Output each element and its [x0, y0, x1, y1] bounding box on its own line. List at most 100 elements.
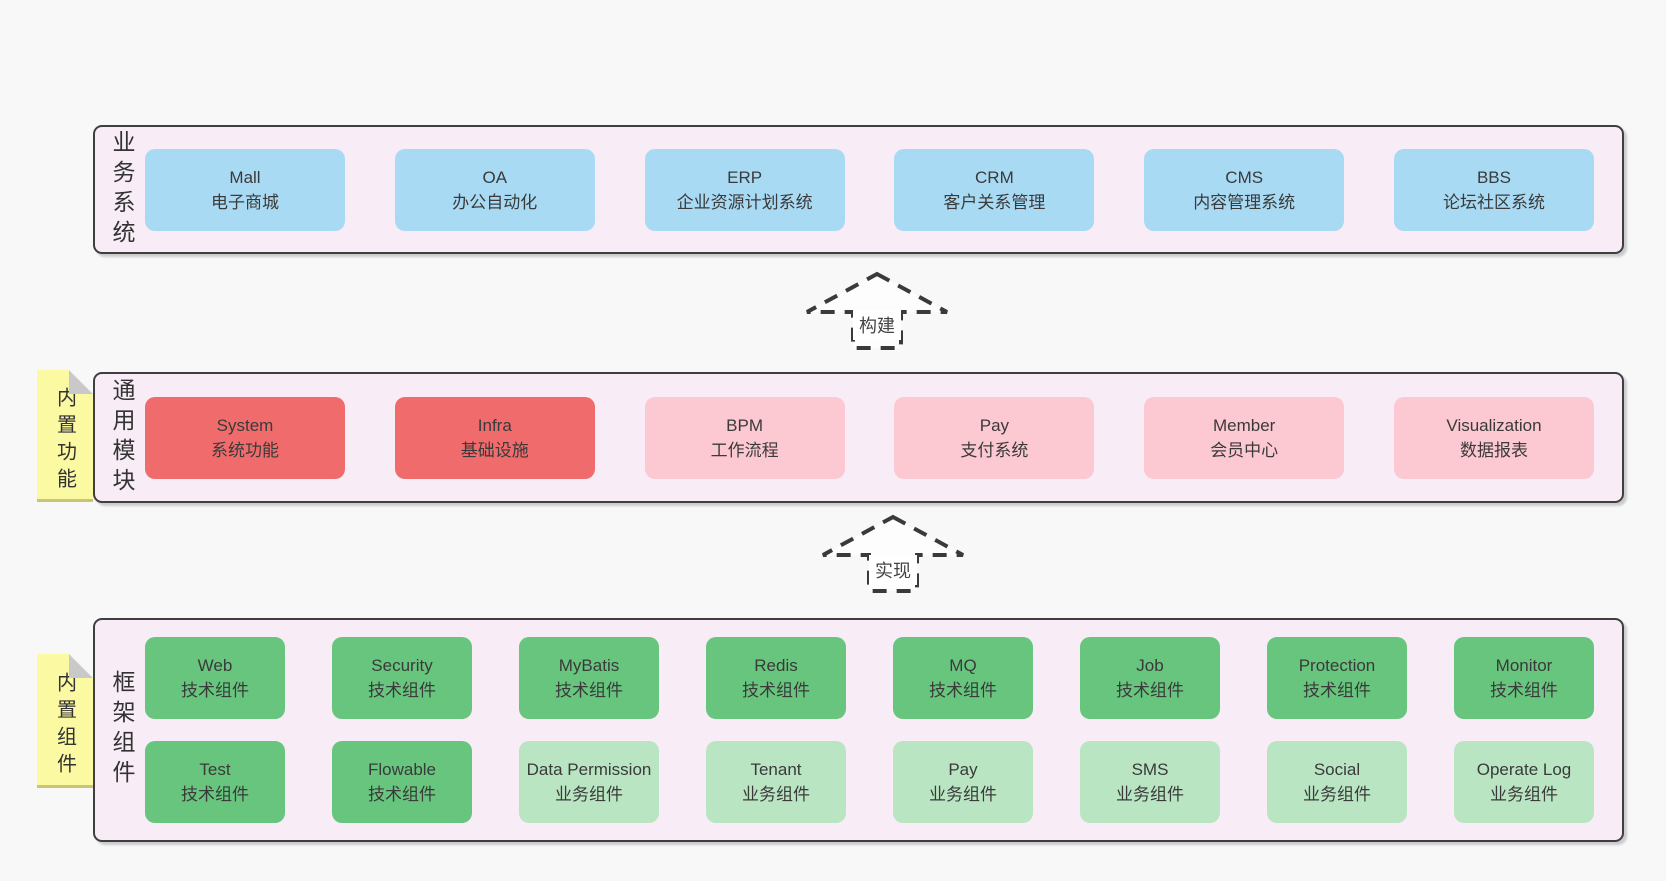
- layer-label-common-modules: 通用模块: [109, 377, 135, 498]
- box-subtitle: 业务组件: [1116, 785, 1184, 804]
- box-system: System 系统功能: [145, 396, 345, 479]
- box-subtitle: 数据报表: [1459, 440, 1528, 460]
- box-bpm: BPM 工作流程: [644, 396, 845, 479]
- box-title: Infra: [477, 415, 512, 435]
- box-subtitle: 论坛社区系统: [1442, 192, 1545, 212]
- box-subtitle: 内容管理系统: [1193, 192, 1296, 212]
- box-security: Security 技术组件: [332, 637, 472, 719]
- box-subtitle: 企业资源计划系统: [676, 192, 813, 212]
- box-title: System: [216, 415, 274, 435]
- box-title: Monitor: [1495, 656, 1553, 675]
- box-title: CMS: [1225, 167, 1264, 187]
- box-title: Data Permission: [526, 760, 652, 779]
- box-oa: OA 办公自动化: [394, 148, 595, 231]
- sticky-note-label: 内置组件: [53, 672, 76, 780]
- box-subtitle: 客户关系管理: [943, 192, 1046, 212]
- box-subtitle: 技术组件: [1116, 681, 1184, 700]
- layer-label-business-systems: 业务系统: [109, 129, 135, 250]
- box-subtitle: 技术组件: [181, 681, 249, 700]
- box-title: Member: [1213, 415, 1276, 435]
- box-subtitle: 业务组件: [555, 785, 623, 804]
- box-title: MyBatis: [558, 656, 620, 675]
- box-subtitle: 技术组件: [368, 785, 436, 804]
- box-test: Test 技术组件: [145, 741, 285, 823]
- box-subtitle: 工作流程: [710, 440, 779, 460]
- box-title: Test: [199, 760, 231, 779]
- box-subtitle: 技术组件: [1303, 681, 1371, 700]
- layer-common-modules: 通用模块 System 系统功能 Infra 基础设施 BPM 工作流程 Pay 支付系统 Me…: [93, 372, 1624, 503]
- box-title: BBS: [1476, 167, 1511, 187]
- box-title: Visualization: [1446, 415, 1542, 435]
- common-modules-row: System 系统功能 Infra 基础设施 BPM 工作流程 Pay 支付系统 Member 会…: [145, 396, 1594, 479]
- box-subtitle: 业务组件: [1303, 785, 1371, 804]
- box-mybatis: MyBatis 技术组件: [519, 637, 659, 719]
- box-subtitle: 基础设施: [460, 440, 529, 460]
- dashed-up-arrow-implement: [822, 514, 964, 593]
- box-cms: CMS 内容管理系统: [1144, 148, 1345, 231]
- box-protection: Protection 技术组件: [1267, 637, 1407, 719]
- box-sms: SMS 业务组件: [1080, 741, 1220, 823]
- sticky-note-built-in-components: 内置组件: [37, 654, 93, 788]
- arrow-build-label: 构建: [853, 310, 901, 340]
- box-pay: Pay 业务组件: [893, 741, 1033, 823]
- box-job: Job 技术组件: [1080, 637, 1220, 719]
- box-crm: CRM 客户关系管理: [894, 148, 1095, 231]
- box-monitor: Monitor 技术组件: [1454, 637, 1594, 719]
- box-title: ERP: [727, 167, 763, 187]
- box-subtitle: 技术组件: [1490, 681, 1558, 700]
- box-title: Pay: [948, 760, 978, 779]
- arrow-implement-label: 实现: [869, 555, 917, 585]
- box-redis: Redis 技术组件: [706, 637, 846, 719]
- box-web: Web 技术组件: [145, 637, 285, 719]
- box-subtitle: 办公自动化: [452, 192, 538, 212]
- box-subtitle: 技术组件: [555, 681, 623, 700]
- box-title: Tenant: [750, 760, 802, 779]
- layer-business-systems: 业务系统 Mall 电子商城 OA 办公自动化 ERP 企业资源计划系统 CRM 客户关系管理…: [93, 125, 1624, 254]
- box-title: Social: [1313, 760, 1361, 779]
- box-social: Social 业务组件: [1267, 741, 1407, 823]
- box-flowable: Flowable 技术组件: [332, 741, 472, 823]
- box-data-permission: Data Permission 业务组件: [519, 741, 659, 823]
- box-title: SMS: [1131, 760, 1169, 779]
- box-title: Mall: [229, 167, 261, 187]
- sticky-note-built-in-features: 内置功能: [37, 370, 93, 502]
- box-pay: Pay 支付系统: [894, 396, 1095, 479]
- box-title: CRM: [975, 167, 1014, 187]
- box-operate-log: Operate Log 业务组件: [1454, 741, 1594, 823]
- box-mall: Mall 电子商城: [145, 148, 345, 231]
- box-title: Security: [371, 656, 433, 675]
- box-title: MQ: [949, 656, 977, 675]
- box-visualization: Visualization 数据报表: [1393, 396, 1594, 479]
- box-title: Job: [1136, 656, 1164, 675]
- box-title: BPM: [726, 415, 764, 435]
- box-subtitle: 技术组件: [929, 681, 997, 700]
- box-title: Redis: [754, 656, 798, 675]
- box-subtitle: 支付系统: [960, 440, 1029, 460]
- box-title: Operate Log: [1476, 760, 1572, 779]
- box-infra: Infra 基础设施: [394, 396, 595, 479]
- box-mq: MQ 技术组件: [893, 637, 1033, 719]
- box-subtitle: 业务组件: [929, 785, 997, 804]
- box-subtitle: 会员中心: [1210, 440, 1279, 460]
- box-subtitle: 技术组件: [742, 681, 810, 700]
- box-tenant: Tenant 业务组件: [706, 741, 846, 823]
- box-title: Flowable: [367, 760, 437, 779]
- box-subtitle: 系统功能: [211, 440, 279, 460]
- business-systems-row: Mall 电子商城 OA 办公自动化 ERP 企业资源计划系统 CRM 客户关系管理 CMS 内容…: [145, 148, 1594, 231]
- box-erp: ERP 企业资源计划系统: [644, 148, 845, 231]
- box-subtitle: 业务组件: [1490, 785, 1558, 804]
- box-subtitle: 技术组件: [368, 681, 436, 700]
- layer-label-framework-components: 框架组件: [109, 670, 135, 790]
- box-subtitle: 电子商城: [211, 192, 279, 212]
- sticky-note-label: 内置功能: [53, 387, 76, 495]
- box-title: Web: [197, 656, 233, 675]
- box-title: Pay: [979, 415, 1010, 435]
- box-title: OA: [482, 167, 508, 187]
- box-subtitle: 业务组件: [742, 785, 810, 804]
- box-title: Protection: [1298, 656, 1376, 675]
- box-subtitle: 技术组件: [181, 785, 249, 804]
